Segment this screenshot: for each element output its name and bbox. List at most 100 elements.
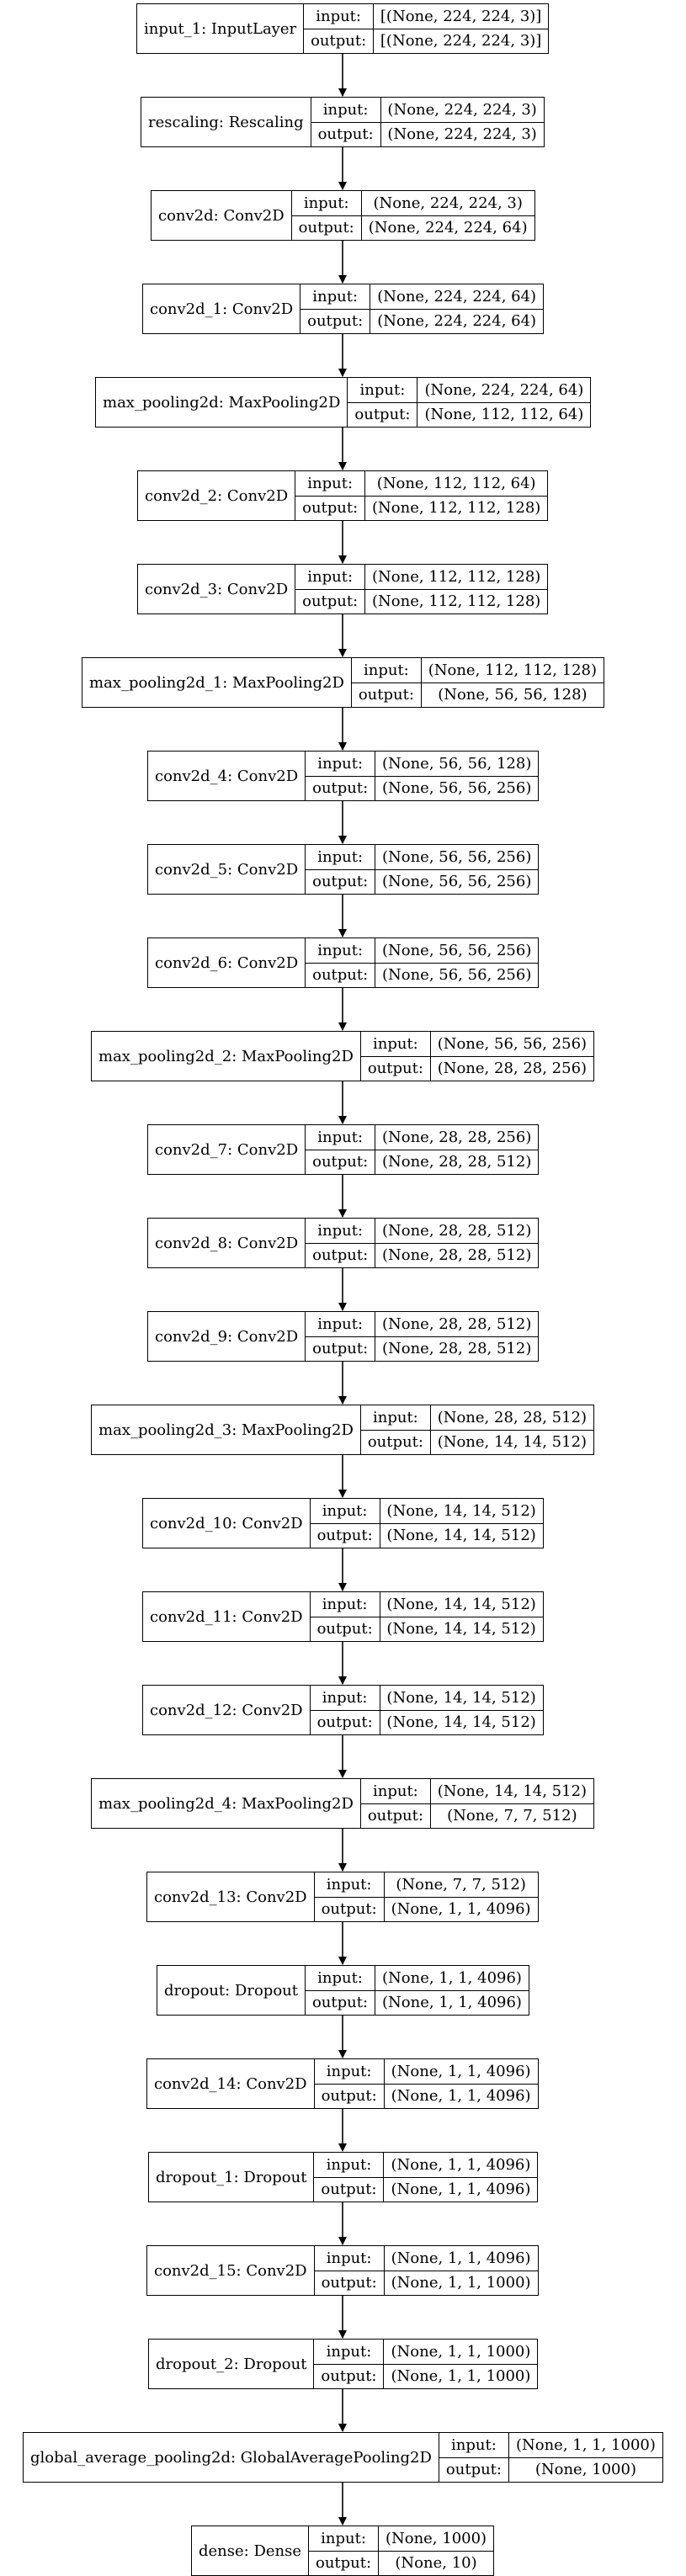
- output-label: output:: [306, 1336, 376, 1361]
- layer-name: max_pooling2d_4: MaxPooling2D: [92, 1779, 361, 1828]
- input-label: input:: [295, 471, 366, 496]
- output-shape: (None, 224, 224, 3): [387, 125, 537, 144]
- input-shape: (None, 56, 56, 256): [381, 847, 532, 866]
- output-shape: (None, 1, 1, 4096): [391, 1900, 531, 1919]
- output-row: output:(None, 1, 1, 1000): [314, 2270, 538, 2295]
- layer-name: conv2d_13: Conv2D: [147, 1872, 315, 1921]
- layer-io-table: input:(None, 14, 14, 512)output:(None, 7…: [360, 1779, 593, 1828]
- input-label: input:: [295, 565, 366, 589]
- input-row: input:(None, 14, 14, 512): [311, 1592, 543, 1617]
- output-shape: (None, 14, 14, 512): [386, 1527, 536, 1545]
- output-row: output: (None, 28, 28, 512): [306, 1149, 539, 1174]
- output-row: output: (None, 10): [309, 2550, 494, 2575]
- input-shape: (None, 1, 1, 4096): [391, 2155, 531, 2174]
- output-label: output:: [306, 1150, 376, 1174]
- output-shape: (None, 14, 14, 512): [437, 1433, 588, 1452]
- input-label: input:: [361, 1405, 431, 1430]
- output-label: output:: [352, 683, 422, 707]
- layer-io-table: input:(None, 14, 14, 512)output:(None, 1…: [310, 1499, 543, 1548]
- layer-io-table: input:(None, 1000)output:(None, 10): [309, 2526, 494, 2575]
- input-shape: (None, 28, 28, 512): [437, 1408, 588, 1426]
- input-shape: (None, 14, 14, 512): [437, 1782, 588, 1800]
- layer-io-table: input:(None, 56, 56, 128)output:(None, 5…: [306, 752, 539, 800]
- output-label: output:: [295, 496, 366, 520]
- output-label: output:: [309, 2551, 380, 2575]
- layer-name: conv2d_8: Conv2D: [148, 1219, 306, 1267]
- input-label: input:: [348, 378, 418, 402]
- input-label: input:: [314, 2340, 385, 2364]
- layer-io-table: input:(None, 56, 56, 256)output:(None, 2…: [360, 1032, 593, 1081]
- output-row: output:[(None, 224, 224, 3)]: [304, 28, 549, 53]
- input-label: input:: [306, 938, 376, 963]
- output-row: output:(None, 56, 56, 128): [351, 682, 604, 707]
- output-label: output:: [348, 402, 418, 427]
- output-shape: (None, 56, 56, 256): [381, 779, 532, 798]
- input-row: input:(None, 1, 1, 1000): [314, 2340, 537, 2364]
- input-label: input:: [306, 845, 376, 869]
- input-row: input:(None, 28, 28, 256): [306, 1125, 538, 1150]
- input-row: input:(None, 224, 224, 3): [292, 191, 534, 215]
- input-row: input:[(None, 224, 224, 3)]: [304, 4, 548, 29]
- output-shape: (None, 224, 224, 64): [368, 219, 528, 237]
- output-shape: (None, 28, 28, 256): [437, 1060, 588, 1078]
- input-shape: (None, 14, 14, 512): [386, 1595, 536, 1613]
- output-row: output:(None, 1, 1, 4096): [314, 2176, 538, 2202]
- input-label: input:: [311, 98, 381, 122]
- input-label: input:: [306, 752, 376, 776]
- input-row: input: (None, 112, 112, 128): [295, 565, 547, 589]
- output-label: output:: [300, 309, 371, 333]
- input-shape: (None, 14, 14, 512): [386, 1688, 536, 1707]
- output-row: output: (None, 14, 14, 512): [360, 1429, 593, 1454]
- layer-io-table: input:(None, 1, 1, 4096)output:(None, 1,…: [314, 2246, 538, 2295]
- output-label: output:: [311, 1523, 380, 1548]
- output-row: output:(None, 1, 1, 1000): [314, 2363, 538, 2388]
- output-shape: (None, 1, 1, 1000): [391, 2274, 531, 2292]
- input-row: input: (None, 56, 56, 256): [306, 845, 538, 869]
- layer-name: conv2d_1: Conv2D: [143, 284, 301, 333]
- output-shape: (None, 10): [395, 2554, 477, 2573]
- layer-name: conv2d_7: Conv2D: [148, 1125, 306, 1174]
- layer-io-table: input:(None, 14, 14, 512)output:(None, 1…: [310, 1686, 543, 1734]
- output-row: output:(None, 224, 224, 3): [311, 121, 544, 146]
- input-shape: (None, 112, 112, 128): [372, 567, 541, 586]
- output-row: output:(None, 1, 1, 4096): [314, 2083, 538, 2108]
- output-row: output:(None, 28, 28, 256): [360, 1055, 593, 1081]
- input-label: input:: [306, 1966, 375, 1990]
- layer-io-table: input:(None, 56, 56, 256)output:(None, 5…: [306, 845, 539, 894]
- output-row: output:(None, 56, 56, 256): [306, 775, 539, 800]
- layer-name: max_pooling2d_2: MaxPooling2D: [92, 1032, 361, 1081]
- output-shape: (None, 14, 14, 512): [386, 1620, 536, 1639]
- output-label: output:: [361, 1430, 431, 1454]
- layer-name: conv2d_4: Conv2D: [148, 752, 306, 800]
- output-label: output:: [315, 1897, 385, 1921]
- output-label: output:: [306, 1990, 375, 2015]
- input-label: input:: [315, 2059, 385, 2084]
- layer-name: dropout_1: Dropout: [149, 2153, 315, 2202]
- input-row: input:(None, 1, 1, 4096): [306, 1966, 529, 1990]
- output-shape: (None, 28, 28, 512): [381, 1153, 532, 1171]
- input-shape: (None, 28, 28, 512): [381, 1315, 532, 1333]
- layer-io-table: input:(None, 1, 1, 4096)output:(None, 1,…: [314, 2059, 538, 2108]
- output-row: output: (None, 14, 14, 512): [310, 1522, 543, 1548]
- input-row: input:(None, 7, 7, 512): [315, 1872, 538, 1897]
- layer-io-table: input:(None, 28, 28, 512)output:(None, 2…: [306, 1219, 539, 1267]
- input-shape: (None, 1000): [385, 2529, 487, 2547]
- layer-name: dropout: Dropout: [157, 1966, 306, 2015]
- output-shape: (None, 1, 1, 4096): [382, 1994, 522, 2012]
